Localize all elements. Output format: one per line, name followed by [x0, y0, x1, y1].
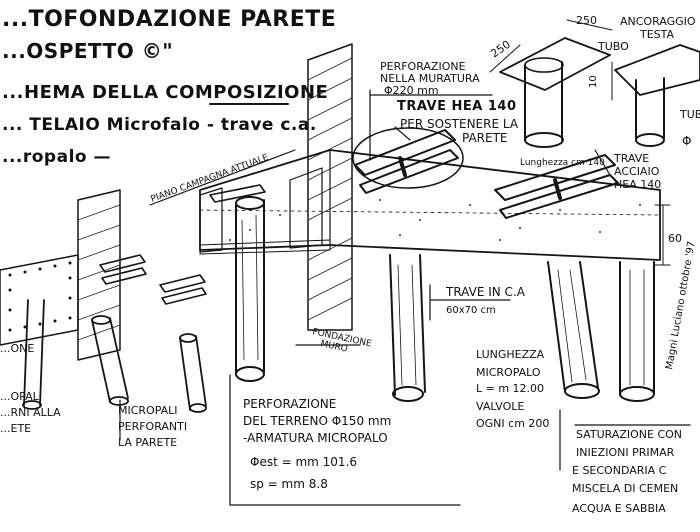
micropile-3: [547, 261, 600, 399]
label-saturazione-2: INIEZIONI PRIMAR: [576, 446, 675, 459]
title-line-5: ...ropalo —: [2, 147, 111, 167]
label-dim-60: 60: [668, 232, 682, 245]
leader-lines: [119, 89, 691, 506]
label-trave-acciaio-1: TRAVE: [613, 152, 649, 165]
signature: Magni Luciano ottobre '97: [664, 240, 697, 370]
label-ancoraggio-2: TESTA: [639, 28, 675, 41]
label-tubo-right: TUB: [679, 108, 700, 121]
concrete-beam: [199, 149, 661, 261]
anchor-head-right: [614, 44, 700, 147]
label-perforazione-terreno-2: DEL TERRENO Φ150 mm: [243, 414, 391, 428]
title-line-3: ...HEMA DELLA COMPOSIZIONE: [2, 82, 328, 103]
label-dim-250-a: 250: [488, 38, 513, 61]
micropile-left-3: [179, 333, 207, 413]
title-line-1: ...TOFONDAZIONE PARETE: [2, 7, 336, 32]
label-tubo: TUBO: [597, 40, 629, 53]
label-lunghezza-2: MICROPALO: [476, 366, 541, 379]
label-micropali-left-3: ...ETE: [0, 422, 31, 435]
label-perforazione-muratura-2: NELLA MURATURA: [380, 72, 480, 85]
label-phi-right: Φ: [682, 134, 691, 148]
label-perforazione-terreno-1: PERFORAZIONE: [243, 397, 336, 411]
label-lunghezza-cm: Lunghezza cm 140: [520, 158, 605, 168]
label-perforazione-muratura-1: PERFORAZIONE: [380, 60, 466, 73]
label-trave-hea-top: TRAVE HEA 140: [397, 99, 517, 114]
label-trave-acciaio-3: HEA 140: [614, 178, 661, 191]
label-saturazione-3: E SECONDARIA C: [572, 464, 667, 477]
micropile-4: [619, 261, 655, 402]
label-micropali-perforanti-2: PERFORANTI: [118, 420, 187, 433]
label-perforazione-terreno-4: Φest = mm 101.6: [250, 455, 357, 469]
label-micropali-left-1: ...OPALI: [0, 390, 42, 403]
label-per-sostenere-1: PER SOSTENERE LA: [400, 117, 519, 131]
label-valvole-2: OGNI cm 200: [476, 417, 549, 430]
label-perforazione-terreno-3: -ARMATURA MICROPALO: [243, 431, 388, 445]
label-per-sostenere-2: PARETE: [462, 131, 508, 145]
label-ancoraggio-1: ANCORAGGIO: [620, 15, 696, 28]
dimension-lines: [489, 19, 671, 266]
label-micropali-perforanti-3: LA PARETE: [118, 436, 177, 449]
micropile-2: [389, 254, 426, 402]
wall-section: [307, 43, 353, 331]
label-trave-inca-2: 60x70 cm: [446, 305, 496, 316]
label-trave-acciaio-2: ACCIAIO: [614, 165, 660, 178]
label-lunghezza-3: L = m 12.00: [476, 382, 544, 395]
label-valvole-1: VALVOLE: [476, 400, 524, 413]
small-steel-beams-left: [99, 184, 266, 305]
title-line-4: ... TELAIO Microfalo - trave c.a.: [2, 115, 317, 135]
steel-beam-hea-2: [494, 154, 619, 219]
label-one-left: ...ONE: [0, 342, 34, 355]
label-lunghezza-1: LUNGHEZZA: [476, 348, 545, 361]
title-block: ...TOFONDAZIONE PARETE ...OSPETTO ©" ...…: [2, 7, 336, 167]
label-saturazione-1: SATURAZIONE CON: [576, 428, 682, 441]
label-trave-inca-1: TRAVE IN C.A: [445, 285, 526, 299]
micropile-left-1: [22, 299, 45, 410]
steel-beam-hea-1: [352, 127, 464, 194]
title-line-2: ...OSPETTO ©": [2, 39, 173, 63]
label-dim-250-b: 250: [576, 14, 597, 27]
label-perforazione-muratura-3: Φ220 mm: [384, 84, 439, 97]
label-saturazione-5: ACQUA E SABBIA: [572, 502, 666, 515]
micropile-1: [235, 196, 265, 382]
label-saturazione-4: MISCELA DI CEMEN: [572, 482, 678, 495]
label-micropali-perforanti-1: MICROPALI: [118, 404, 178, 417]
label-perforazione-terreno-5: sp = mm 8.8: [250, 477, 328, 491]
label-micropali-left-2: ...RNI ALLA: [0, 406, 61, 419]
anchor-head-detail: [499, 37, 611, 148]
micropile-left-2: [91, 315, 129, 406]
label-dim-10: 10: [588, 75, 599, 88]
left-wall: [0, 189, 121, 361]
